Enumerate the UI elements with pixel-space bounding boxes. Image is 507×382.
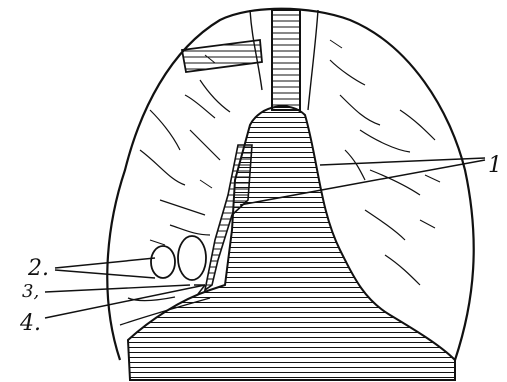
trachea <box>272 10 300 110</box>
lung-markings-left <box>140 80 230 235</box>
oval-node-left <box>151 246 175 278</box>
label-1: 1 <box>488 153 502 178</box>
vessel-line-right <box>308 10 318 110</box>
pointer-2 <box>55 258 155 278</box>
mediastinum-shadow <box>128 106 455 380</box>
label-3: 3, <box>22 281 39 302</box>
pointer-3 <box>45 285 190 292</box>
label-2: 2. <box>27 256 49 281</box>
clavicle-bar <box>182 40 262 72</box>
label-4: 4. <box>19 311 41 336</box>
oval-node-right <box>178 236 206 280</box>
